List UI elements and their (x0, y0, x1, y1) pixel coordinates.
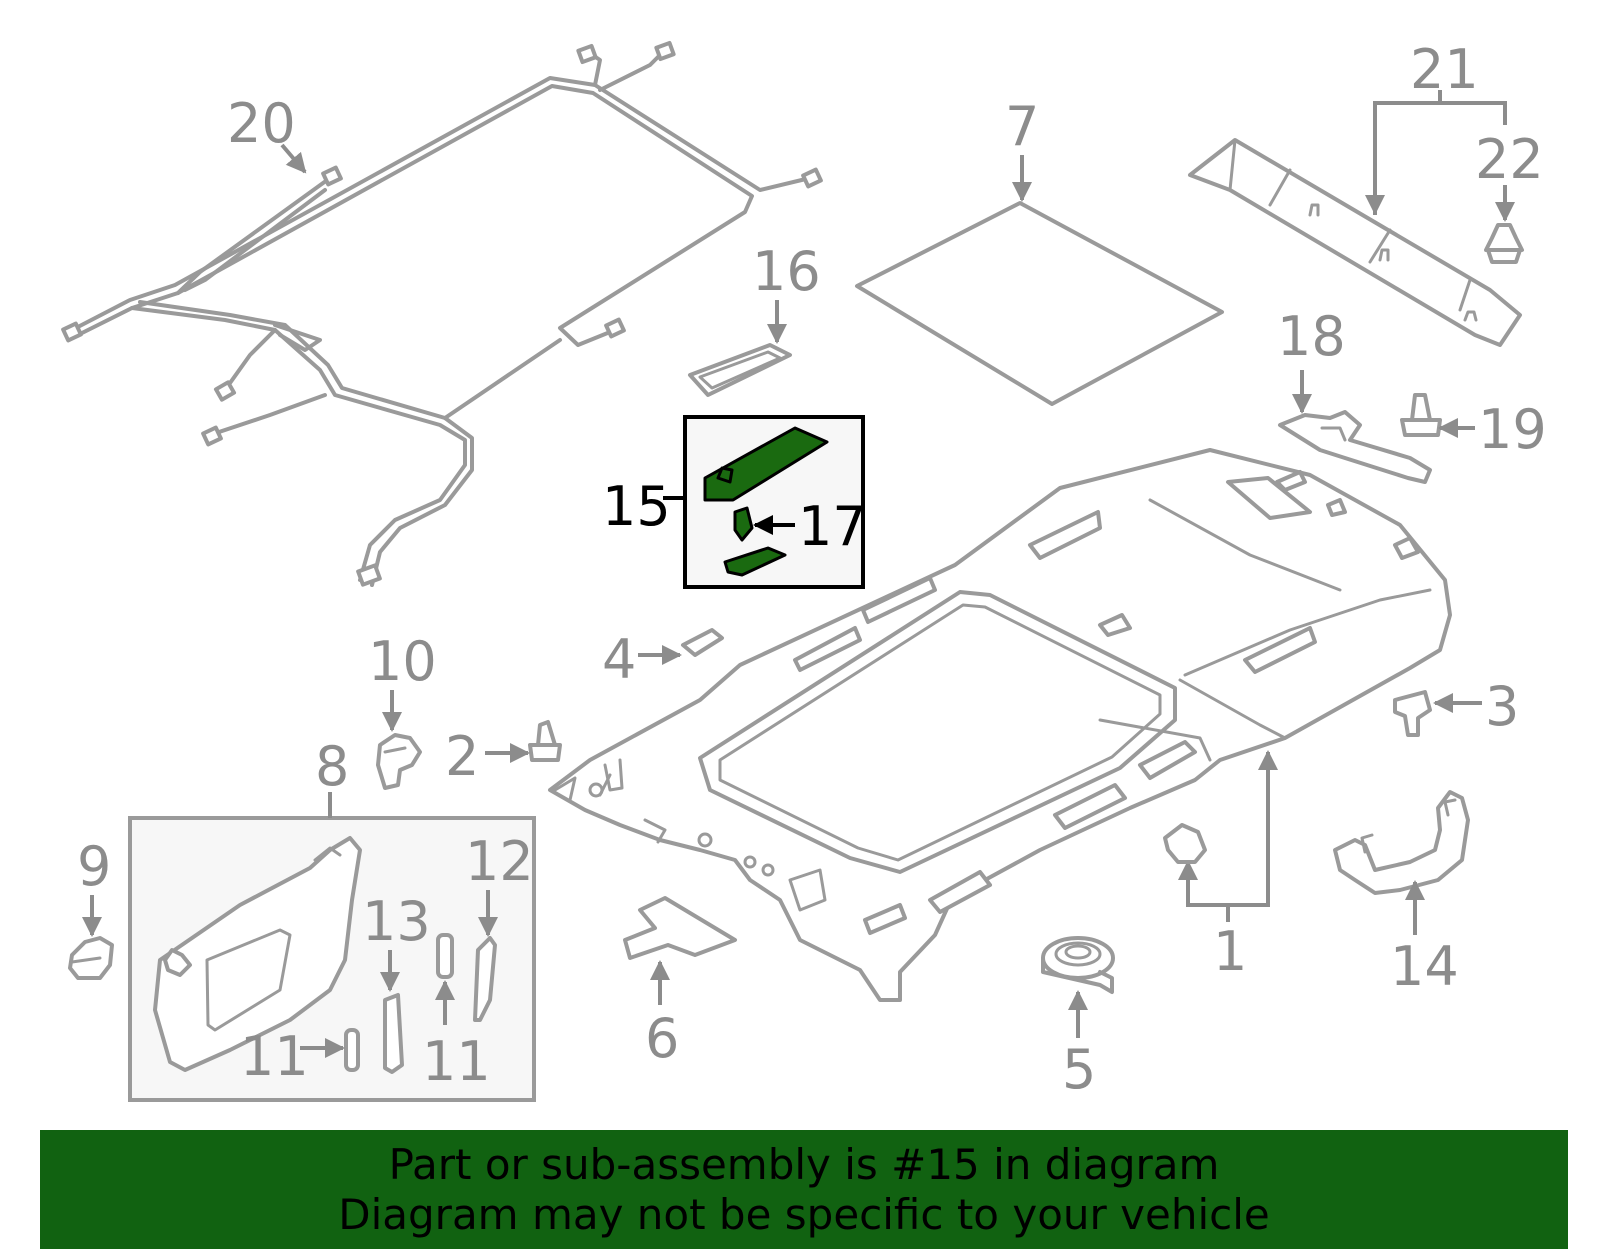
highlight-box-part-15 (683, 415, 865, 589)
callout-11a: 11 (240, 1025, 309, 1088)
headliner-bracket-part-1 (1163, 823, 1207, 864)
clip-part-2 (528, 720, 562, 762)
callout-1: 1 (1213, 920, 1247, 983)
callout-6: 6 (645, 1007, 679, 1070)
callout-9: 9 (77, 835, 111, 898)
wiring-harness-part-20 (61, 40, 823, 587)
part-info-banner: Part or sub-assembly is #15 in diagram D… (40, 1130, 1568, 1249)
tape-roll-part-5 (1041, 936, 1115, 994)
lamp-lens-part-16 (688, 343, 792, 397)
pin-part-11-lower (344, 1028, 360, 1072)
callout-11b: 11 (422, 1030, 491, 1093)
callout-13: 13 (362, 890, 431, 953)
callout-15: 15 (602, 475, 671, 538)
callout-21: 21 (1410, 38, 1479, 101)
clip-part-3 (1393, 690, 1432, 737)
callout-8: 8 (315, 735, 349, 798)
callout-5: 5 (1062, 1038, 1096, 1101)
callout-18: 18 (1277, 305, 1346, 368)
leader-20 (280, 143, 307, 174)
callout-4: 4 (602, 628, 636, 691)
callout-7: 7 (1005, 95, 1039, 158)
grab-handle-part-14 (1333, 790, 1470, 895)
exploded-parts-diagram: 20 16 7 21 22 18 19 (61, 38, 1547, 1102)
cover-part-13 (383, 993, 404, 1074)
callout-14: 14 (1390, 935, 1459, 998)
callout-12: 12 (465, 830, 534, 893)
visor-clip-part-9 (68, 936, 114, 980)
banner-line-part: Part or sub-assembly is #15 in diagram (388, 1139, 1220, 1189)
pin-part-11-upper (436, 933, 454, 979)
callout-16: 16 (752, 240, 821, 303)
callout-3: 3 (1485, 675, 1519, 738)
callout-2: 2 (445, 725, 479, 788)
callout-17: 17 (798, 495, 867, 558)
callout-22: 22 (1475, 128, 1544, 191)
rear-reinforcement-part-21 (1188, 138, 1522, 347)
clip-part-22 (1484, 223, 1524, 264)
callout-10: 10 (368, 630, 437, 693)
callout-20: 20 (227, 92, 296, 155)
visor-holder-part-10 (376, 733, 422, 790)
clip-part-19 (1400, 393, 1442, 437)
pad-part-6 (623, 896, 737, 960)
clip-part-4 (681, 628, 724, 657)
bracket-part-18 (1278, 410, 1432, 484)
banner-line-disclaimer: Diagram may not be specific to your vehi… (338, 1189, 1270, 1239)
headliner-part-1 (548, 448, 1452, 1002)
roof-insulator-part-7 (855, 201, 1224, 406)
callout-19: 19 (1478, 398, 1547, 461)
cover-part-12 (473, 936, 497, 1022)
